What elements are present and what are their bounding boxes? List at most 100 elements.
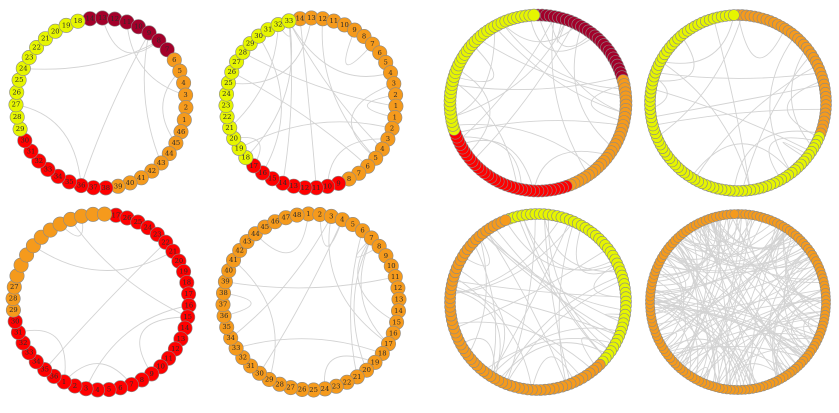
node-label: 1 bbox=[182, 116, 186, 124]
node-label: 21 bbox=[41, 35, 50, 43]
node-label: 12 bbox=[110, 15, 119, 23]
edge bbox=[477, 38, 626, 98]
node-label: 17 bbox=[249, 162, 258, 170]
edge bbox=[70, 219, 188, 318]
node-label: 20 bbox=[229, 134, 238, 142]
node-label: 25 bbox=[134, 218, 143, 226]
edge bbox=[591, 84, 625, 122]
node-label: 13 bbox=[307, 14, 316, 22]
node-label: 16 bbox=[185, 302, 194, 310]
node-label: 13 bbox=[177, 335, 186, 343]
node-label: 10 bbox=[156, 363, 165, 371]
node-label: 38 bbox=[219, 289, 228, 297]
node-label: 31 bbox=[27, 147, 36, 155]
node-label: 8 bbox=[347, 175, 351, 183]
edge bbox=[558, 221, 575, 386]
edge bbox=[649, 299, 739, 391]
edge-layer bbox=[18, 216, 189, 389]
edge bbox=[451, 26, 496, 118]
edge bbox=[715, 216, 793, 372]
node-label: 1 bbox=[393, 114, 397, 122]
node-label: 10 bbox=[134, 23, 143, 31]
edge bbox=[360, 237, 389, 345]
node-label: 15 bbox=[183, 313, 192, 321]
edge bbox=[80, 32, 150, 186]
node-label: 22 bbox=[223, 113, 232, 121]
edge bbox=[235, 338, 383, 354]
edge bbox=[677, 223, 702, 247]
edge bbox=[650, 295, 761, 388]
edge bbox=[772, 228, 813, 269]
edge bbox=[33, 245, 174, 271]
edge bbox=[748, 274, 822, 390]
node-label: 22 bbox=[161, 238, 170, 246]
node-label: 8 bbox=[362, 33, 366, 41]
node bbox=[728, 9, 740, 21]
edge bbox=[228, 17, 312, 85]
node-label: 35 bbox=[40, 366, 49, 374]
node-layer bbox=[645, 209, 831, 395]
node-label: 38 bbox=[101, 184, 110, 192]
edge bbox=[692, 213, 743, 243]
node-label: 30 bbox=[254, 32, 263, 40]
node-label: 4 bbox=[181, 79, 185, 87]
node-label: 2 bbox=[390, 125, 394, 133]
node-label: 26 bbox=[227, 68, 236, 76]
node-label: 29 bbox=[16, 125, 25, 133]
node-label: 11 bbox=[391, 273, 400, 281]
node-label: 34 bbox=[226, 334, 235, 342]
edge bbox=[521, 215, 607, 359]
node-label: 20 bbox=[51, 27, 60, 35]
edge bbox=[482, 233, 620, 337]
node-label: 30 bbox=[11, 317, 20, 325]
edge bbox=[162, 70, 181, 144]
edge bbox=[452, 280, 626, 298]
edge bbox=[63, 363, 132, 385]
edge bbox=[726, 271, 821, 390]
edge bbox=[328, 216, 389, 345]
edge bbox=[324, 355, 376, 389]
edge bbox=[345, 29, 373, 66]
node-label: 45 bbox=[260, 223, 269, 231]
node-label: 10 bbox=[323, 182, 332, 190]
edge bbox=[768, 254, 813, 378]
node-label: 3 bbox=[329, 212, 333, 220]
node-label: 6 bbox=[118, 384, 122, 392]
edge bbox=[786, 80, 824, 138]
edge bbox=[139, 316, 188, 375]
node-label: 36 bbox=[220, 312, 229, 320]
edge bbox=[744, 214, 823, 327]
node-label: 16 bbox=[258, 169, 267, 177]
node-label: 39 bbox=[114, 182, 123, 190]
edge bbox=[517, 216, 607, 359]
node bbox=[50, 168, 66, 184]
node-label: 7 bbox=[369, 234, 373, 242]
edge bbox=[549, 15, 593, 48]
edge bbox=[667, 346, 806, 359]
edge bbox=[715, 345, 815, 388]
node-label: 2 bbox=[318, 211, 322, 219]
node-label: 43 bbox=[157, 159, 166, 167]
node-label: 6 bbox=[172, 56, 176, 64]
node-label: 8 bbox=[377, 242, 381, 250]
edge bbox=[786, 310, 826, 350]
edge-layer bbox=[228, 17, 396, 188]
edge bbox=[494, 26, 626, 114]
edge bbox=[456, 267, 506, 377]
node-label: 31 bbox=[246, 362, 255, 370]
edge bbox=[44, 241, 167, 370]
node-label: 24 bbox=[144, 224, 153, 232]
node-label: 17 bbox=[112, 211, 121, 219]
edge bbox=[650, 248, 809, 294]
node-label: 47 bbox=[281, 214, 290, 222]
edge bbox=[790, 299, 827, 356]
edge bbox=[453, 248, 609, 329]
edge bbox=[15, 104, 82, 186]
node-label: 10 bbox=[340, 21, 349, 29]
edge bbox=[665, 270, 821, 353]
edge bbox=[255, 213, 309, 254]
